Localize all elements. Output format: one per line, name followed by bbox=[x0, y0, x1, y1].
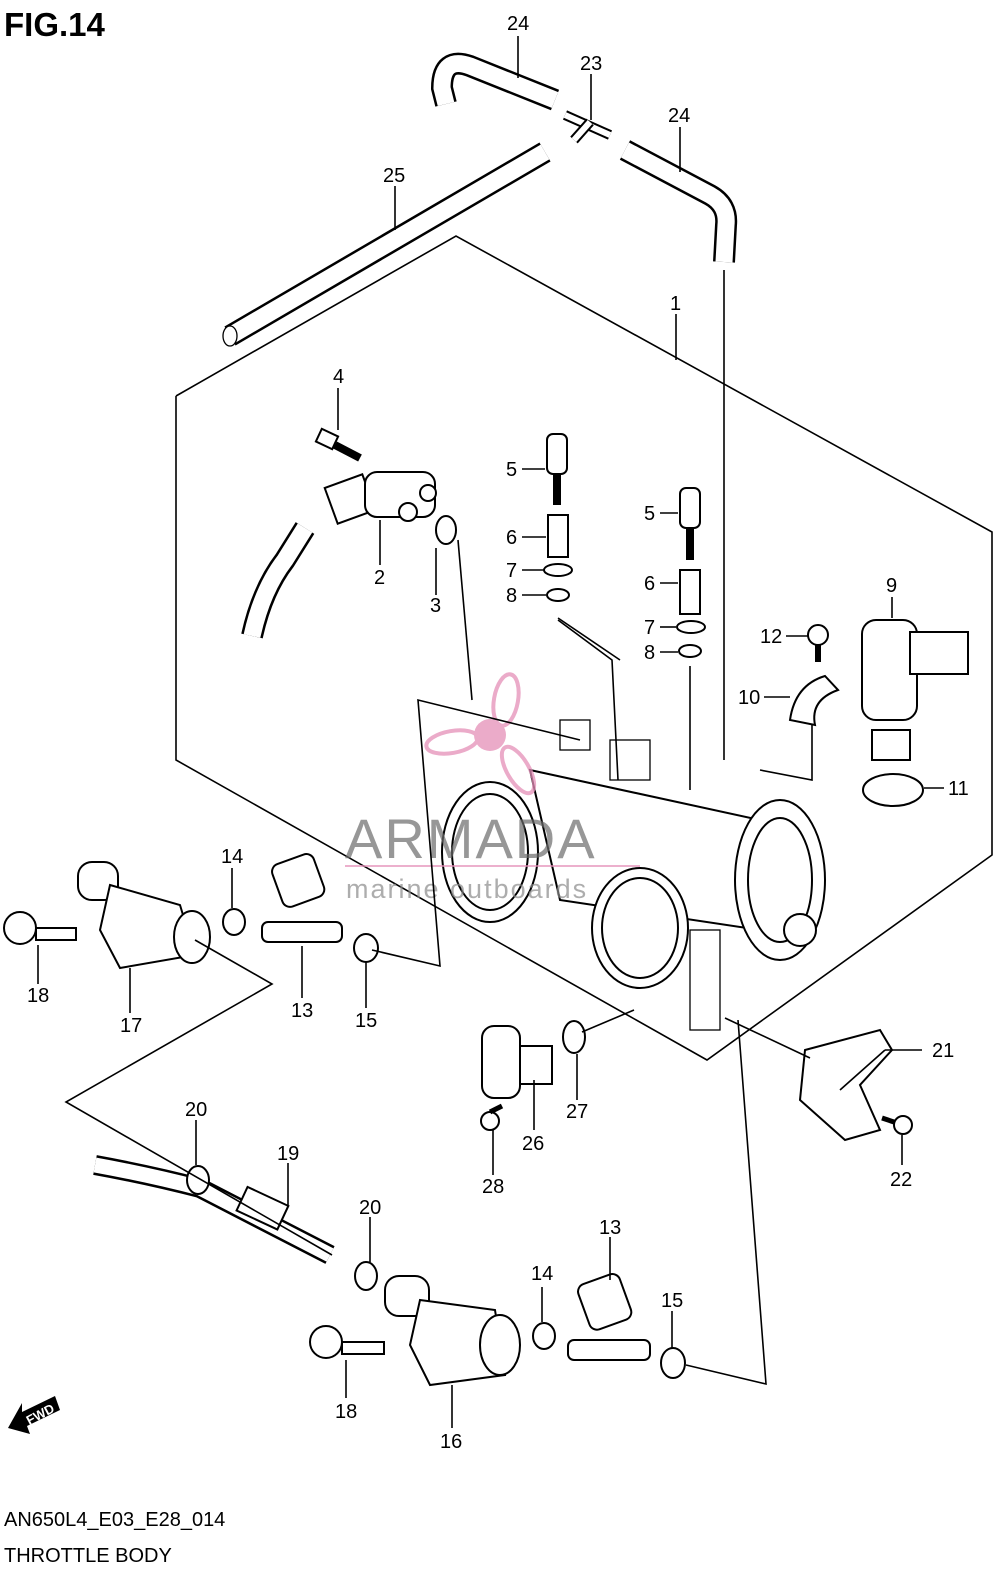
o-ring-3[interactable] bbox=[435, 515, 457, 545]
hose-24-right[interactable] bbox=[619, 140, 738, 263]
o-ring-20-upper[interactable] bbox=[186, 1165, 210, 1195]
elbow-26[interactable] bbox=[481, 1025, 553, 1099]
tee-fitting[interactable] bbox=[562, 110, 613, 144]
assembly-outline bbox=[175, 235, 993, 1061]
watermark-brand: ARMADA bbox=[345, 807, 597, 870]
injector-13-upper[interactable] bbox=[261, 852, 343, 943]
callout-15: 15 bbox=[661, 1290, 683, 1312]
o-ring-20-lower[interactable] bbox=[354, 1261, 378, 1291]
fwd-label: FWD bbox=[24, 1401, 57, 1428]
throttle-body[interactable] bbox=[441, 719, 826, 1031]
seal-15-lower[interactable] bbox=[660, 1347, 686, 1379]
screw-set-left[interactable] bbox=[543, 433, 573, 602]
callout-15: 15 bbox=[355, 1010, 377, 1032]
bolt-18-upper[interactable] bbox=[3, 911, 77, 945]
callout-25: 25 bbox=[383, 165, 405, 187]
callout-11: 11 bbox=[948, 778, 969, 800]
figure-title: FIG.14 bbox=[4, 6, 105, 43]
callout-20: 20 bbox=[359, 1197, 381, 1219]
watermark-tagline: marine outboards bbox=[346, 874, 588, 904]
callout-2: 2 bbox=[374, 567, 385, 589]
callout-13: 13 bbox=[599, 1217, 621, 1239]
callout-5: 5 bbox=[506, 459, 517, 481]
o-ring-11[interactable] bbox=[862, 773, 924, 807]
injector-holder-17[interactable] bbox=[77, 861, 211, 970]
callout-5: 5 bbox=[644, 503, 655, 525]
injector-13-lower[interactable] bbox=[567, 1272, 651, 1361]
callout-7: 7 bbox=[506, 560, 517, 582]
o-ring-27[interactable] bbox=[562, 1020, 586, 1054]
idle-valve-9[interactable] bbox=[861, 619, 969, 761]
hose-24-left[interactable] bbox=[430, 52, 560, 111]
screw-28[interactable] bbox=[480, 1103, 504, 1131]
callout-20: 20 bbox=[185, 1099, 207, 1121]
diagram-caption: THROTTLE BODY bbox=[4, 1545, 172, 1567]
screw-12[interactable] bbox=[807, 624, 829, 662]
callout-12: 12 bbox=[760, 626, 782, 648]
callout-6: 6 bbox=[644, 573, 655, 595]
screw-22[interactable] bbox=[881, 1115, 913, 1135]
callout-21: 21 bbox=[932, 1040, 954, 1062]
seal-15-upper[interactable] bbox=[353, 933, 379, 963]
callout-28: 28 bbox=[482, 1176, 504, 1198]
callout-23: 23 bbox=[580, 53, 602, 75]
callout-7: 7 bbox=[644, 617, 655, 639]
callout-numbers: 24 23 24 25 1 4 2 3 5 6 7 8 5 6 7 8 9 10… bbox=[27, 13, 969, 1453]
callout-18: 18 bbox=[335, 1401, 357, 1423]
fuel-pipe-19[interactable] bbox=[93, 1155, 335, 1264]
callout-16: 16 bbox=[440, 1431, 462, 1453]
callout-14: 14 bbox=[531, 1263, 553, 1285]
callout-24: 24 bbox=[507, 13, 529, 35]
callout-6: 6 bbox=[506, 527, 517, 549]
callout-3: 3 bbox=[430, 595, 441, 617]
callout-14: 14 bbox=[221, 846, 243, 868]
fwd-arrow-icon: FWD bbox=[8, 1396, 60, 1434]
hose-25[interactable] bbox=[222, 142, 551, 347]
o-ring-14-lower[interactable] bbox=[532, 1322, 556, 1350]
screw-set-right[interactable] bbox=[676, 487, 706, 658]
callout-8: 8 bbox=[644, 642, 655, 664]
callout-4: 4 bbox=[333, 366, 344, 388]
callout-17: 17 bbox=[120, 1015, 142, 1037]
o-ring-14-upper[interactable] bbox=[222, 908, 246, 936]
diagram-code: AN650L4_E03_E28_014 bbox=[4, 1509, 226, 1531]
callout-10: 10 bbox=[738, 687, 760, 709]
screw-4[interactable] bbox=[314, 427, 362, 462]
callout-24: 24 bbox=[668, 105, 690, 127]
callout-26: 26 bbox=[522, 1133, 544, 1155]
callout-9: 9 bbox=[886, 575, 897, 597]
callout-8: 8 bbox=[506, 585, 517, 607]
callout-18: 18 bbox=[27, 985, 49, 1007]
callout-19: 19 bbox=[277, 1143, 299, 1165]
callout-1: 1 bbox=[670, 293, 681, 315]
clamp-10[interactable] bbox=[788, 674, 840, 727]
callout-27: 27 bbox=[566, 1101, 588, 1123]
guide-lines bbox=[64, 539, 813, 1386]
sensor-2[interactable] bbox=[241, 471, 437, 639]
watermark: ARMADA marine outboards bbox=[345, 672, 640, 904]
callout-13: 13 bbox=[291, 1000, 313, 1022]
leader-lines bbox=[37, 36, 944, 1428]
callout-22: 22 bbox=[890, 1169, 912, 1191]
bolt-18-lower[interactable] bbox=[309, 1325, 385, 1359]
injector-holder-16[interactable] bbox=[384, 1275, 521, 1387]
